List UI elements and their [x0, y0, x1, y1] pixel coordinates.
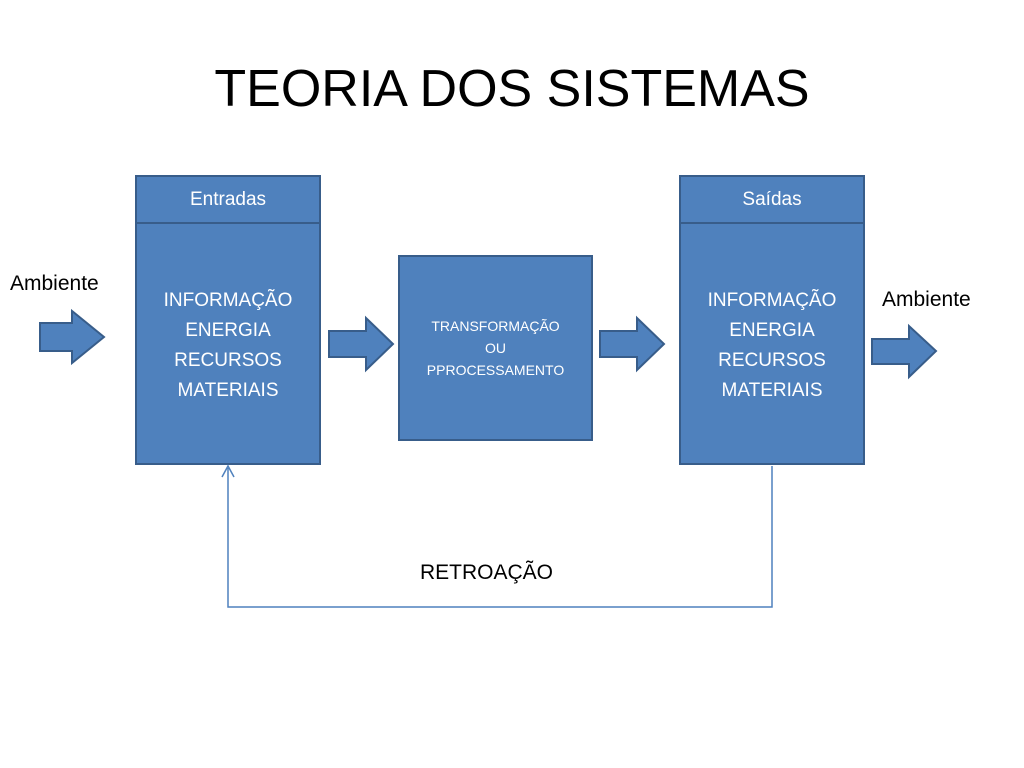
input-line-energy: ENERGIA	[185, 320, 271, 341]
output-line-energy: ENERGIA	[729, 320, 815, 341]
process-line-processing: PPROCESSAMENTO	[426, 362, 565, 378]
output-box-content: INFORMAÇÃO ENERGIA RECURSOS MATERIAIS	[681, 286, 863, 406]
slide-title: TEORIA DOS SISTEMAS	[214, 60, 810, 118]
input-to-process-arrow	[328, 315, 395, 373]
input-box-content: INFORMAÇÃO ENERGIA RECURSOS MATERIAIS	[137, 286, 319, 406]
process-box-content: TRANSFORMAÇÃO OU PPROCESSAMENTO	[400, 315, 591, 381]
environment-left-label: Ambiente	[10, 272, 99, 295]
feedback-label: RETROAÇÃO	[420, 561, 554, 584]
input-box-header: Entradas	[135, 175, 321, 224]
process-box: TRANSFORMAÇÃO OU PPROCESSAMENTO	[398, 255, 593, 441]
input-line-information: INFORMAÇÃO	[163, 290, 293, 311]
feedback-arrowhead	[221, 464, 235, 478]
output-box-header: Saídas	[679, 175, 865, 224]
feedback-loop-line	[227, 466, 773, 608]
output-line-information: INFORMAÇÃO	[707, 290, 837, 311]
process-line-transformation: TRANSFORMAÇÃO	[431, 318, 560, 334]
input-line-resources: RECURSOS	[174, 350, 282, 371]
input-line-materials: MATERIAIS	[177, 380, 279, 401]
process-line-or: OU	[485, 340, 506, 356]
environment-right-label: Ambiente	[882, 288, 971, 311]
output-to-environment-arrow	[871, 323, 938, 380]
environment-to-input-arrow	[39, 308, 106, 366]
output-line-materials: MATERIAIS	[721, 380, 823, 401]
process-to-output-arrow	[599, 315, 666, 373]
input-box: INFORMAÇÃO ENERGIA RECURSOS MATERIAIS	[135, 221, 321, 465]
output-box: INFORMAÇÃO ENERGIA RECURSOS MATERIAIS	[679, 221, 865, 465]
output-line-resources: RECURSOS	[718, 350, 826, 371]
